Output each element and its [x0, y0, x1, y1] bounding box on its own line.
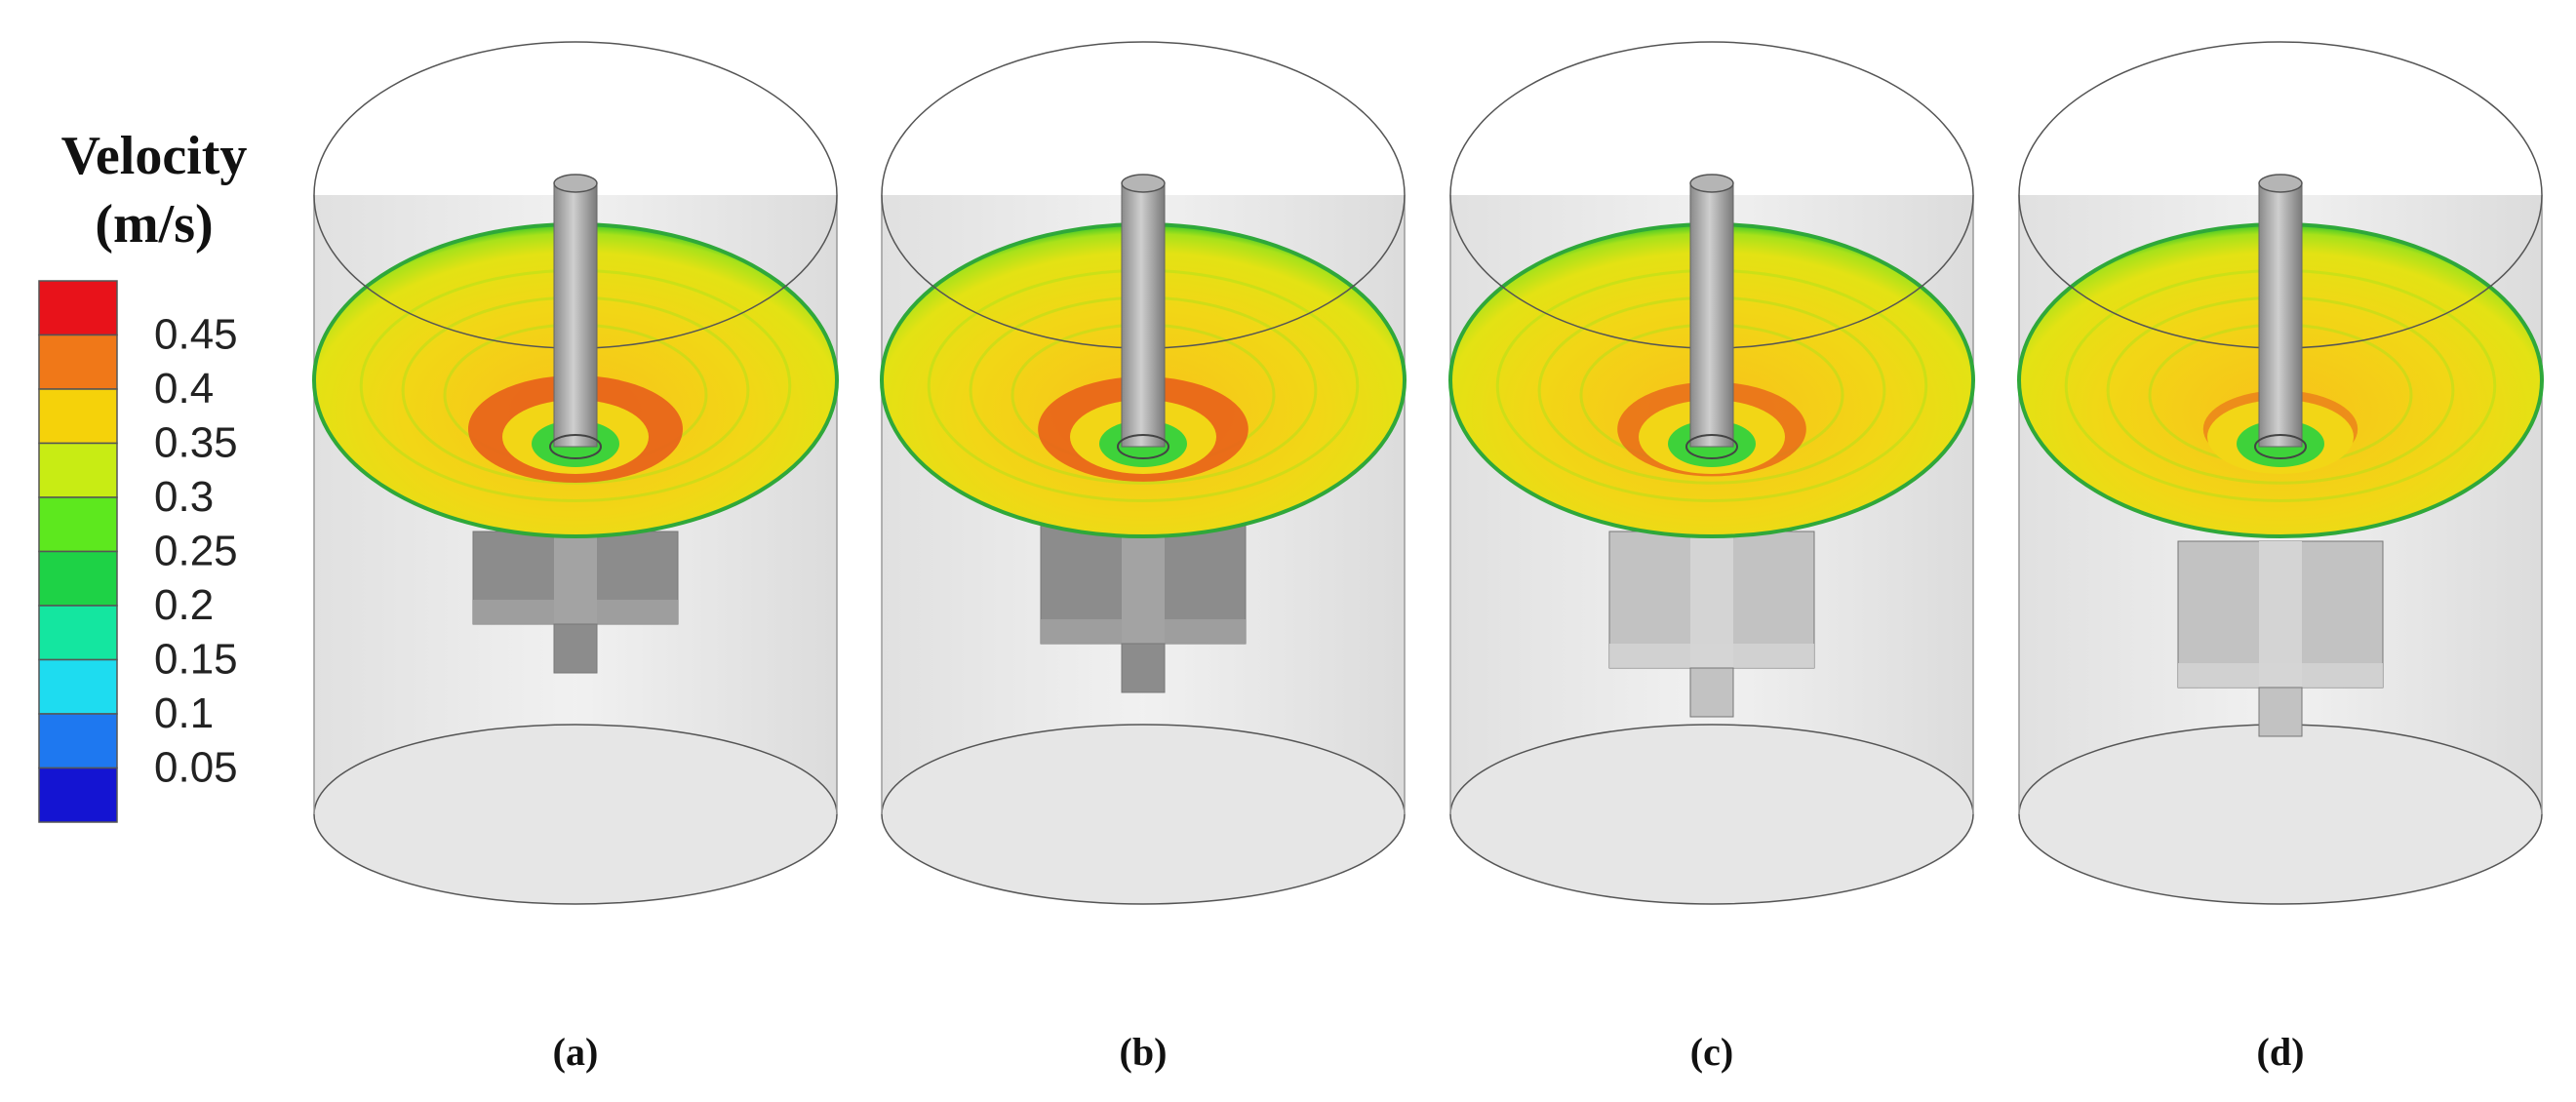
legend-swatch: [38, 442, 118, 498]
shaft-upper: [1689, 182, 1734, 448]
tank-bottom: [313, 724, 838, 905]
tank-bottom: [1449, 724, 1974, 905]
legend-swatch: [38, 713, 118, 769]
legend-tick-label: 0.2: [154, 581, 214, 629]
legend-swatch: [38, 334, 118, 390]
legend-swatch: [38, 496, 118, 553]
legend-tick-label: 0.35: [154, 419, 238, 467]
panel-c: (c): [1448, 41, 1975, 1074]
legend-tick-label: 0.3: [154, 473, 214, 521]
shaft-surface-ring: [549, 434, 602, 459]
tank-bottom: [881, 724, 1406, 905]
simulation-panels: (a) (b) (c) (d): [312, 41, 2544, 1074]
legend-tick-label: 0.05: [154, 744, 238, 792]
shaft-top-cap: [1121, 174, 1166, 193]
legend-tick-label: 0.25: [154, 528, 238, 575]
shaft-lower: [553, 623, 598, 674]
shaft-upper: [553, 182, 598, 448]
legend-swatch: [38, 658, 118, 715]
panel-b: (b): [880, 41, 1407, 1074]
shaft-top-cap: [553, 174, 598, 193]
shaft-top-cap: [1689, 174, 1734, 193]
legend-tick-labels: 0.45 0.4 0.35 0.3 0.25 0.2 0.15 0.1 0.05: [154, 311, 238, 792]
panel-label: (b): [1120, 1030, 1168, 1074]
shaft-top-cap: [2258, 174, 2303, 193]
shaft-surface-ring: [1685, 434, 1738, 459]
impeller-disk: [1609, 644, 1814, 668]
legend-color-bar: [38, 280, 118, 823]
shaft-lower: [1121, 643, 1166, 693]
legend-tick-label: 0.45: [154, 311, 238, 359]
legend-tick-label: 0.1: [154, 689, 214, 737]
legend-swatch: [38, 388, 118, 445]
legend-tick-label: 0.4: [154, 365, 214, 413]
legend-title-line2: (m/s): [95, 194, 213, 255]
shaft-lower: [1689, 667, 1734, 718]
legend-swatch: [38, 767, 118, 823]
shaft-upper: [2258, 182, 2303, 448]
impeller-disk: [1041, 619, 1246, 644]
legend-swatch: [38, 280, 118, 336]
impeller-disk: [473, 600, 678, 624]
impeller-disk: [2178, 663, 2383, 688]
legend-swatch: [38, 550, 118, 607]
shaft-upper: [1121, 182, 1166, 448]
panel-label: (c): [1690, 1030, 1733, 1074]
panel-label: (d): [2257, 1030, 2305, 1074]
tank-bottom: [2018, 724, 2543, 905]
legend-swatch: [38, 605, 118, 661]
shaft-surface-ring: [1117, 434, 1169, 459]
panel-label: (a): [553, 1030, 599, 1074]
velocity-legend: Velocity (m/s) 0.45 0.4 0.35 0.3 0.25 0.2 0.15…: [38, 126, 248, 823]
panel-d: (d): [2017, 41, 2544, 1074]
shaft-lower: [2258, 687, 2303, 737]
shaft-surface-ring: [2254, 434, 2307, 459]
legend-tick-label: 0.15: [154, 636, 238, 684]
panel-a: (a): [312, 41, 839, 1074]
legend-title-line1: Velocity: [61, 126, 248, 186]
